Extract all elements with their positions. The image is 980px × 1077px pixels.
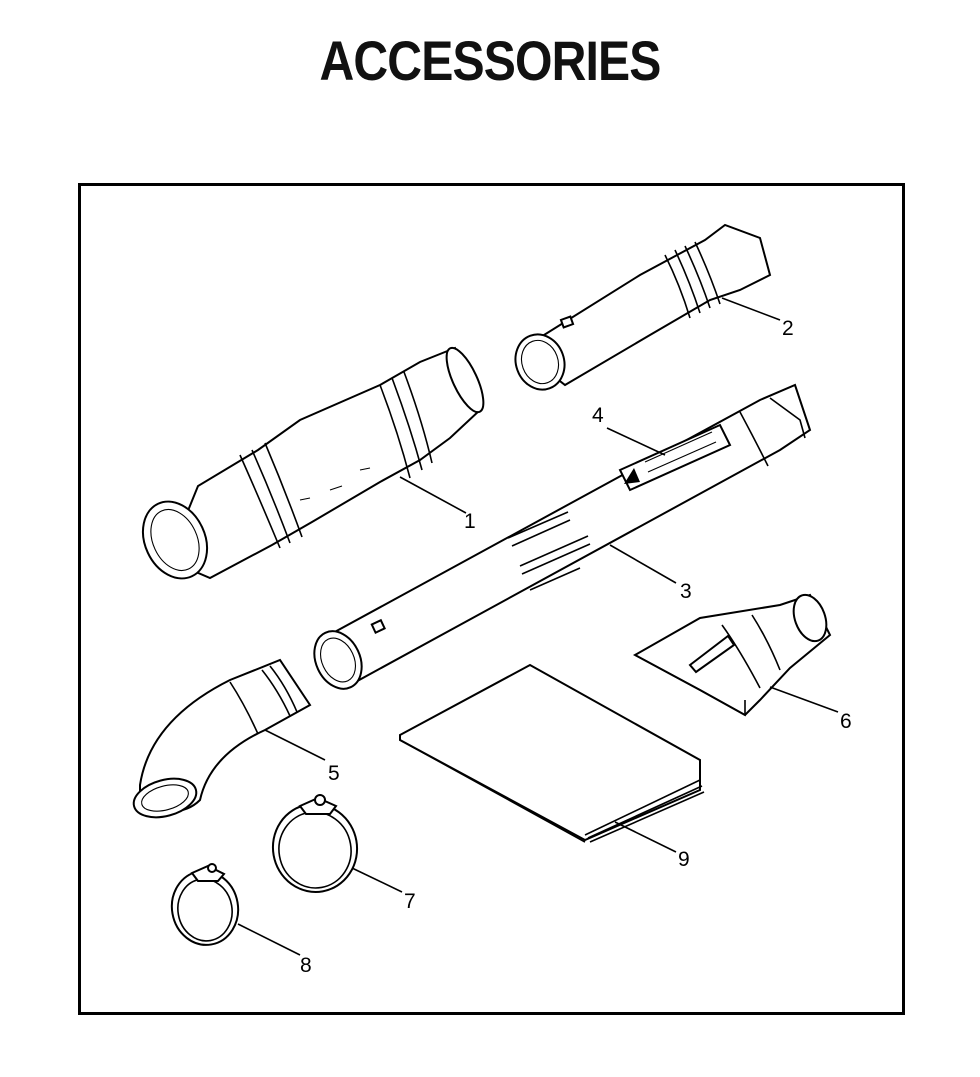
part-7-clamp-large	[271, 794, 403, 893]
part-2-nozzle-tube	[514, 223, 781, 391]
part-5-elbow	[132, 658, 326, 819]
callout-5: 5	[328, 762, 340, 785]
page-title: ACCESSORIES	[319, 29, 661, 92]
callout-8: 8	[300, 954, 312, 977]
part-4-warning-decal	[606, 423, 732, 492]
callout-9: 9	[678, 848, 690, 871]
part-6-flat-nozzle	[632, 593, 839, 717]
callout-1: 1	[464, 510, 476, 533]
part-8-clamp-small	[170, 863, 301, 956]
callout-6: 6	[840, 710, 852, 733]
part-1-flex-tube	[141, 346, 485, 580]
callout-4: 4	[592, 404, 604, 427]
callout-3: 3	[680, 580, 692, 603]
part-9-manual	[399, 663, 705, 853]
callout-2: 2	[782, 317, 794, 340]
callout-7: 7	[404, 890, 416, 913]
diagram-frame	[78, 183, 905, 1015]
